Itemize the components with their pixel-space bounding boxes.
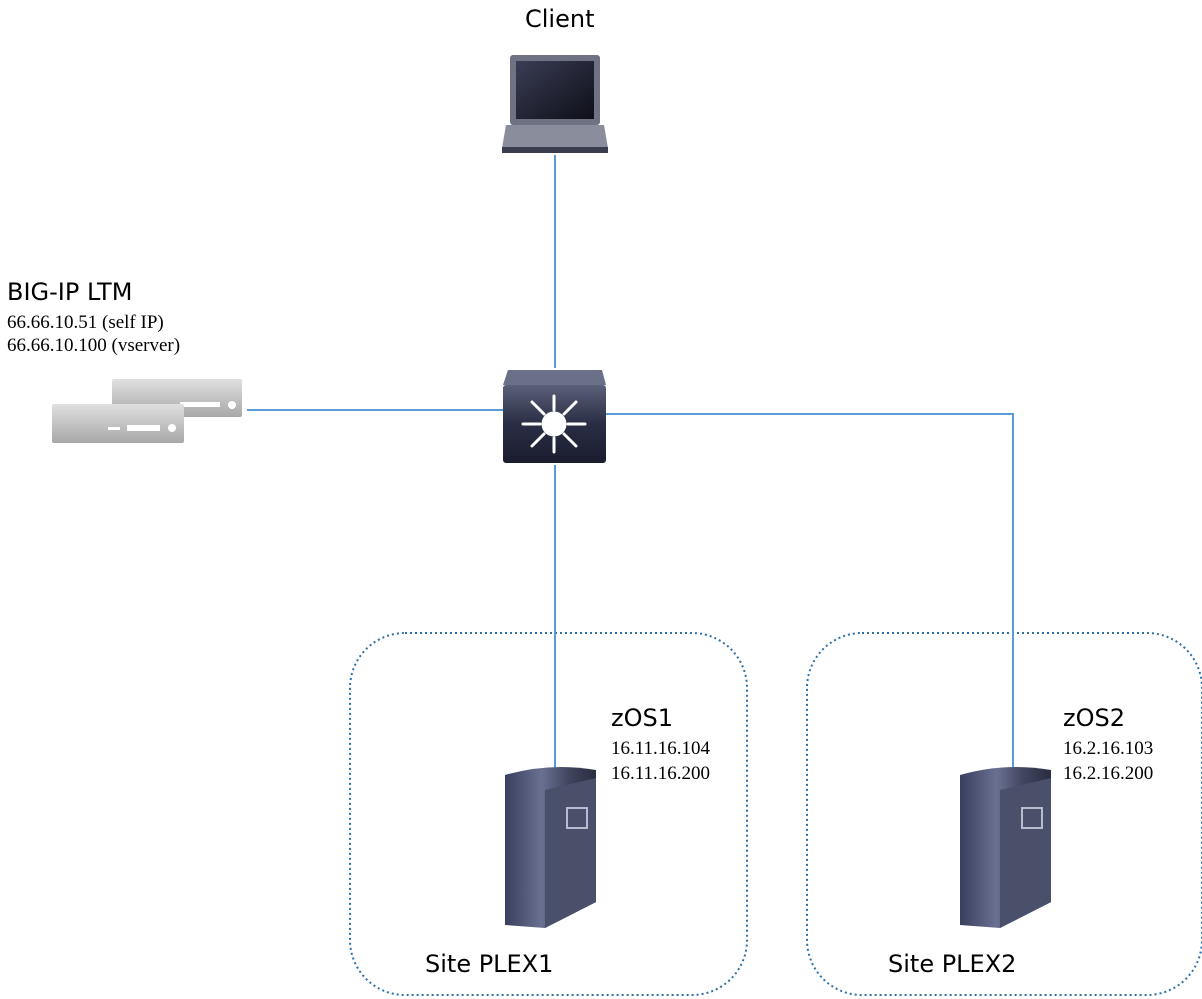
zos1-mainframe-icon bbox=[505, 766, 596, 928]
bigip-title: BIG-IP LTM bbox=[7, 278, 133, 306]
zos1-name: zOS1 bbox=[611, 704, 673, 732]
site-plex2-boundary bbox=[806, 632, 1202, 996]
network-links bbox=[247, 155, 1014, 768]
switch-icon bbox=[503, 370, 606, 463]
bigip-vserver-ip: 66.66.10.100 (vserver) bbox=[7, 335, 181, 356]
site-plex2-label: Site PLEX2 bbox=[888, 950, 1017, 978]
bigip-server-icon bbox=[52, 379, 242, 443]
client-label: Client bbox=[525, 5, 595, 33]
link-switch-zos2 bbox=[606, 413, 1014, 768]
bigip-self-ip: 66.66.10.51 (self IP) bbox=[7, 312, 164, 333]
site-plex1-boundary bbox=[349, 632, 748, 996]
zos1-ip2: 16.11.16.200 bbox=[611, 763, 711, 784]
zos2-ip2: 16.2.16.200 bbox=[1063, 763, 1154, 784]
zos1-ip1: 16.11.16.104 bbox=[611, 738, 711, 759]
laptop-icon bbox=[502, 55, 608, 153]
site-plex1-label: Site PLEX1 bbox=[425, 950, 554, 978]
zos2-ip1: 16.2.16.103 bbox=[1063, 738, 1154, 759]
zos2-mainframe-icon bbox=[960, 766, 1051, 928]
zos2-name: zOS2 bbox=[1063, 704, 1125, 732]
